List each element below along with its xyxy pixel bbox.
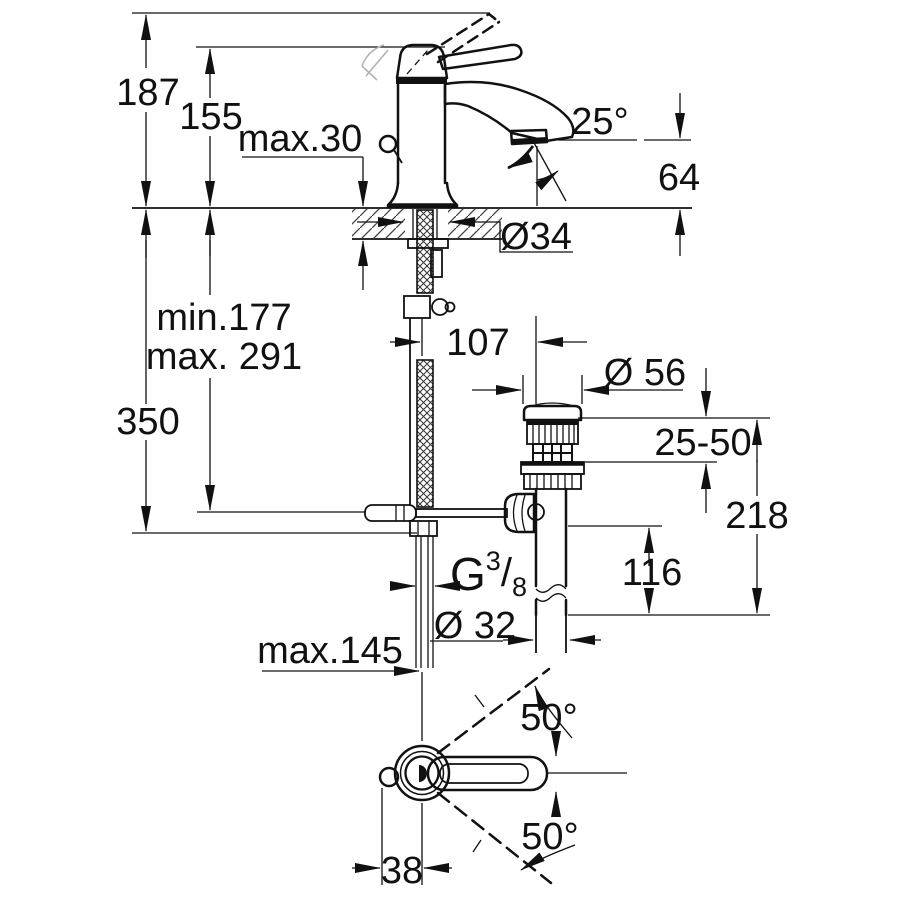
dim-angle-and-outlet: 25° 64 [571, 93, 700, 256]
dim-thread: G3/8 [390, 546, 527, 602]
handle-top-view: 50° 50° [378, 667, 627, 885]
dim-body-height-label: 155 [179, 96, 242, 138]
dim-spout-angle-label: 25° [571, 101, 628, 143]
dim-reach-max-label: max.145 [257, 630, 403, 672]
supply-hose-assembly [403, 209, 456, 668]
dim-hole-diameter: Ø34 [357, 216, 573, 258]
dim-pipe-dia-label: Ø 32 [434, 605, 516, 647]
dim-deck-range-label: 25-50 [654, 422, 751, 464]
dim-outlet-height-label: 64 [658, 157, 700, 199]
lever-handle [437, 43, 523, 71]
dim-reach: max.145 [257, 630, 420, 676]
dim-hose-min-label: min.177 [156, 297, 291, 339]
cartridge-dome [395, 43, 449, 80]
dim-swing-upper-label: 50° [520, 697, 577, 739]
body-column [396, 82, 447, 185]
dim-155-minmax: 155 min.177 max. 291 [146, 48, 302, 511]
thread-slash: / [501, 551, 513, 595]
escutcheon [386, 181, 459, 209]
thread-denominator: 8 [512, 572, 527, 602]
dim-overall-height-label: 187 [116, 72, 179, 114]
thread-numerator: 3 [486, 546, 501, 576]
spout [443, 80, 575, 143]
dim-deck-max-label: max.30 [238, 118, 363, 160]
pop-up-knob [378, 134, 398, 154]
dim-handle-offset: 38 [352, 788, 452, 892]
dim-center-to-drain: 107 [390, 316, 587, 404]
rod-joint-nut [503, 492, 545, 534]
faucet-body [361, 12, 575, 209]
dim-basin-thickness: 25-50 [654, 368, 752, 513]
dim-tail-length-label: 116 [622, 552, 683, 594]
dim-flange-dia-label: Ø 56 [604, 352, 686, 394]
pipe-break-symbol [535, 584, 567, 602]
dim-flange-diameter: Ø 56 [472, 352, 686, 404]
dim-deck-thickness: max.30 [238, 118, 368, 290]
cartridge-ring [396, 77, 447, 84]
dim-tailpipe-length: 116 [622, 527, 683, 614]
knob-top-view [378, 766, 400, 788]
aerator [509, 128, 549, 146]
water-flow-arrow [507, 145, 535, 170]
raised-lever-dashed [425, 12, 501, 64]
dim-handle-offset-label: 38 [381, 850, 423, 892]
dim-center-to-drain-label: 107 [446, 322, 509, 364]
dim-drain-height-label: 218 [725, 495, 788, 537]
dim-below-deck-label: 350 [116, 401, 179, 443]
mounting-bracket [403, 295, 456, 319]
dim-swing-lower-label: 50° [521, 816, 578, 858]
handle-center-mark [419, 765, 427, 782]
dim-hose-max-label: max. 291 [146, 336, 302, 378]
dim-drain-height: 218 [725, 419, 789, 614]
pop-up-pull-rod [364, 318, 508, 522]
thread-g: G [450, 548, 486, 600]
spout-angle-annotation [507, 140, 567, 206]
pop-up-drain [503, 402, 585, 653]
dim-thread-label: G3/8 [450, 546, 527, 602]
dim-hole-dia-label: Ø34 [500, 216, 572, 258]
dim-pipe-diameter: Ø 32 [430, 605, 601, 647]
handle-ghost-sketch [361, 44, 429, 81]
dim-187-350: 187 350 [116, 14, 180, 532]
